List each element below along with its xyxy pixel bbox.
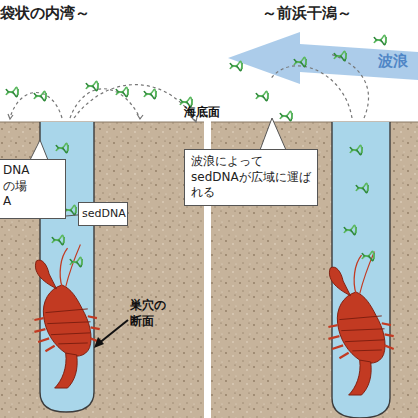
callout-tail — [30, 140, 48, 160]
shrimp — [328, 252, 393, 396]
text-label: 波浪 — [378, 52, 408, 72]
dna-path — [270, 54, 369, 118]
text-label: 巣穴の 断面 — [130, 298, 174, 329]
callout-box: 波浪によって sedDNAが広域に運ばれる — [184, 149, 318, 206]
shrimp — [34, 245, 99, 389]
leader-arrow — [98, 320, 128, 344]
callout-text: sedDNA — [82, 207, 124, 221]
callout-tail — [260, 118, 286, 150]
callout-box: sedDNA — [78, 202, 128, 226]
text-label: 海底面 — [184, 105, 220, 121]
sed-dna — [6, 35, 386, 266]
callout-box: DNA の場 A — [0, 159, 66, 219]
dna-path — [10, 85, 196, 122]
text-label: ～前浜干潟～ — [262, 4, 352, 24]
callout-text: DNA の場 A — [3, 163, 39, 210]
text-label: 袋状の内湾～ — [0, 4, 90, 24]
wave-arrow — [228, 32, 418, 84]
callout-text: 波浪によって sedDNAが広域に運ばれる — [191, 154, 311, 201]
